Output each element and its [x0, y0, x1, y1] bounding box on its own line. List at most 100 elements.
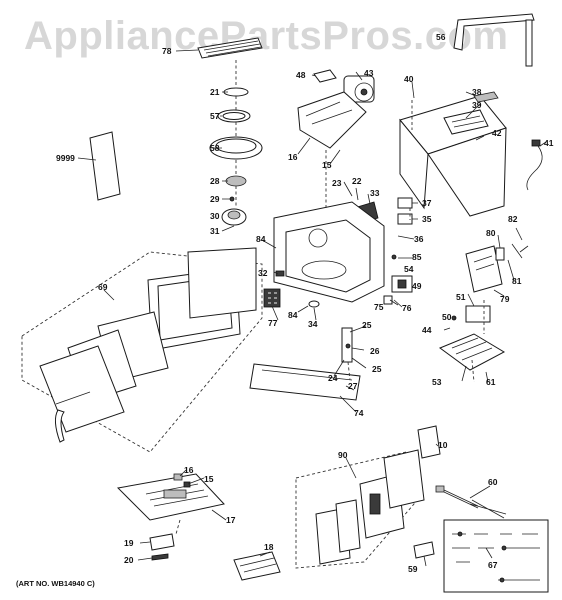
part-39-vent[interactable]: [443, 109, 489, 135]
part-24-latch-board[interactable]: [341, 327, 353, 363]
callout-37: 37: [422, 198, 432, 208]
part-56-mounting-bracket[interactable]: [453, 13, 535, 67]
part-15-socket[interactable]: [183, 481, 191, 488]
part-18-charcoal-filter[interactable]: [233, 551, 281, 581]
callout-33: 33: [370, 188, 380, 198]
callout-21: 21: [210, 87, 220, 97]
part-19-lens[interactable]: [149, 533, 175, 551]
part-20-clip[interactable]: [151, 553, 169, 561]
callout-34: 34: [308, 319, 318, 329]
callout-31: 31: [210, 226, 220, 236]
part-49-transformer[interactable]: [391, 275, 413, 293]
part-control-bezel[interactable]: [315, 499, 361, 565]
callout-50: 50: [442, 312, 452, 322]
part-48-filter[interactable]: [313, 69, 337, 83]
callout-22: 22: [352, 176, 362, 186]
part-37-switch[interactable]: [397, 197, 413, 209]
part-34-fuse[interactable]: [308, 300, 320, 308]
callout-38: 38: [472, 87, 482, 97]
callout-42: 42: [492, 128, 502, 138]
callout-20: 20: [124, 555, 134, 565]
part-16-lamp[interactable]: [173, 473, 183, 481]
callout-30: 30: [210, 211, 220, 221]
callout-69: 69: [98, 282, 108, 292]
part-77-keypad[interactable]: [263, 288, 281, 308]
callout-32: 32: [258, 268, 268, 278]
part-74-control-panel[interactable]: [249, 363, 361, 401]
assembly-guides: [175, 60, 485, 535]
callout-53: 53: [432, 377, 442, 387]
part-57-roller-ring[interactable]: [217, 109, 251, 123]
callout-77: 77: [268, 318, 278, 328]
part-32-clip[interactable]: [275, 270, 285, 277]
callout-84-bottom: 84: [288, 310, 298, 320]
callout-10: 10: [438, 440, 448, 450]
callout-67: 67: [488, 560, 498, 570]
callout-15-top: 15: [322, 160, 332, 170]
part-cavity: [273, 201, 385, 303]
callout-54: 54: [404, 264, 414, 274]
callout-58: 58: [210, 143, 220, 153]
part-78-grille[interactable]: [197, 37, 263, 59]
part-90-control-outline: [295, 451, 415, 569]
callout-43: 43: [364, 68, 374, 78]
part-51-capacitor[interactable]: [465, 305, 491, 323]
callout-44: 44: [422, 325, 432, 335]
callout-79: 79: [500, 294, 510, 304]
art-number: (ART NO. WB14940 C): [16, 579, 95, 588]
callout-16-top: 16: [288, 152, 298, 162]
callout-25-bottom: 25: [372, 364, 382, 374]
watermark: AppliancePartsPros.com: [24, 14, 509, 58]
callout-57: 57: [210, 111, 220, 121]
callout-17: 17: [226, 515, 236, 525]
part-67-hardware-kit[interactable]: [443, 519, 549, 593]
callout-29: 29: [210, 194, 220, 204]
callout-61: 61: [486, 377, 496, 387]
part-9999-manual[interactable]: [89, 131, 121, 201]
callout-41: 41: [544, 138, 554, 148]
part-30-motor[interactable]: [221, 208, 247, 226]
part-60-harness[interactable]: [435, 485, 507, 519]
callout-75: 75: [374, 302, 384, 312]
part-control-back[interactable]: [383, 449, 425, 509]
part-85-screw[interactable]: [391, 254, 397, 260]
part-40-outer-case[interactable]: [399, 95, 507, 217]
part-53-base-plate[interactable]: [438, 333, 506, 371]
part-38-damper[interactable]: [473, 91, 499, 103]
callout-27: 27: [348, 381, 358, 391]
part-81-cord-plug[interactable]: [511, 243, 529, 259]
callout-51: 51: [456, 292, 466, 302]
part-door-inner[interactable]: [187, 247, 257, 319]
part-door-handle[interactable]: [54, 409, 65, 443]
callout-82: 82: [508, 214, 518, 224]
callout-84-top: 84: [256, 234, 266, 244]
leader-lines: [77, 49, 547, 567]
part-28-coupler[interactable]: [225, 175, 247, 187]
callout-35: 35: [422, 214, 432, 224]
callout-90: 90: [338, 450, 348, 460]
callout-76: 76: [402, 303, 412, 313]
callout-9999: 9999: [56, 153, 75, 163]
callout-labels: 78 48 43 56 40 38 39 42 41 21 57 58 9999…: [56, 32, 554, 574]
callout-39: 39: [472, 100, 482, 110]
callout-60: 60: [488, 477, 498, 487]
part-75-diode[interactable]: [383, 295, 393, 305]
part-10-board[interactable]: [417, 425, 441, 459]
part-59-bag[interactable]: [413, 541, 435, 559]
part-17-bottom-vent[interactable]: [116, 473, 225, 521]
callout-25-top: 25: [362, 320, 372, 330]
part-41-cord[interactable]: [526, 139, 543, 191]
callout-80: 80: [486, 228, 496, 238]
part-80-relay[interactable]: [495, 247, 505, 261]
callout-59: 59: [408, 564, 418, 574]
part-43-fan-motor[interactable]: [343, 75, 375, 103]
callout-74: 74: [354, 408, 364, 418]
part-79-control-board[interactable]: [465, 245, 503, 293]
part-58-turntable[interactable]: [209, 136, 263, 160]
callout-26: 26: [370, 346, 380, 356]
part-29-screw[interactable]: [229, 196, 235, 202]
callout-81: 81: [512, 276, 522, 286]
callout-36: 36: [414, 234, 424, 244]
callout-18: 18: [264, 542, 274, 552]
